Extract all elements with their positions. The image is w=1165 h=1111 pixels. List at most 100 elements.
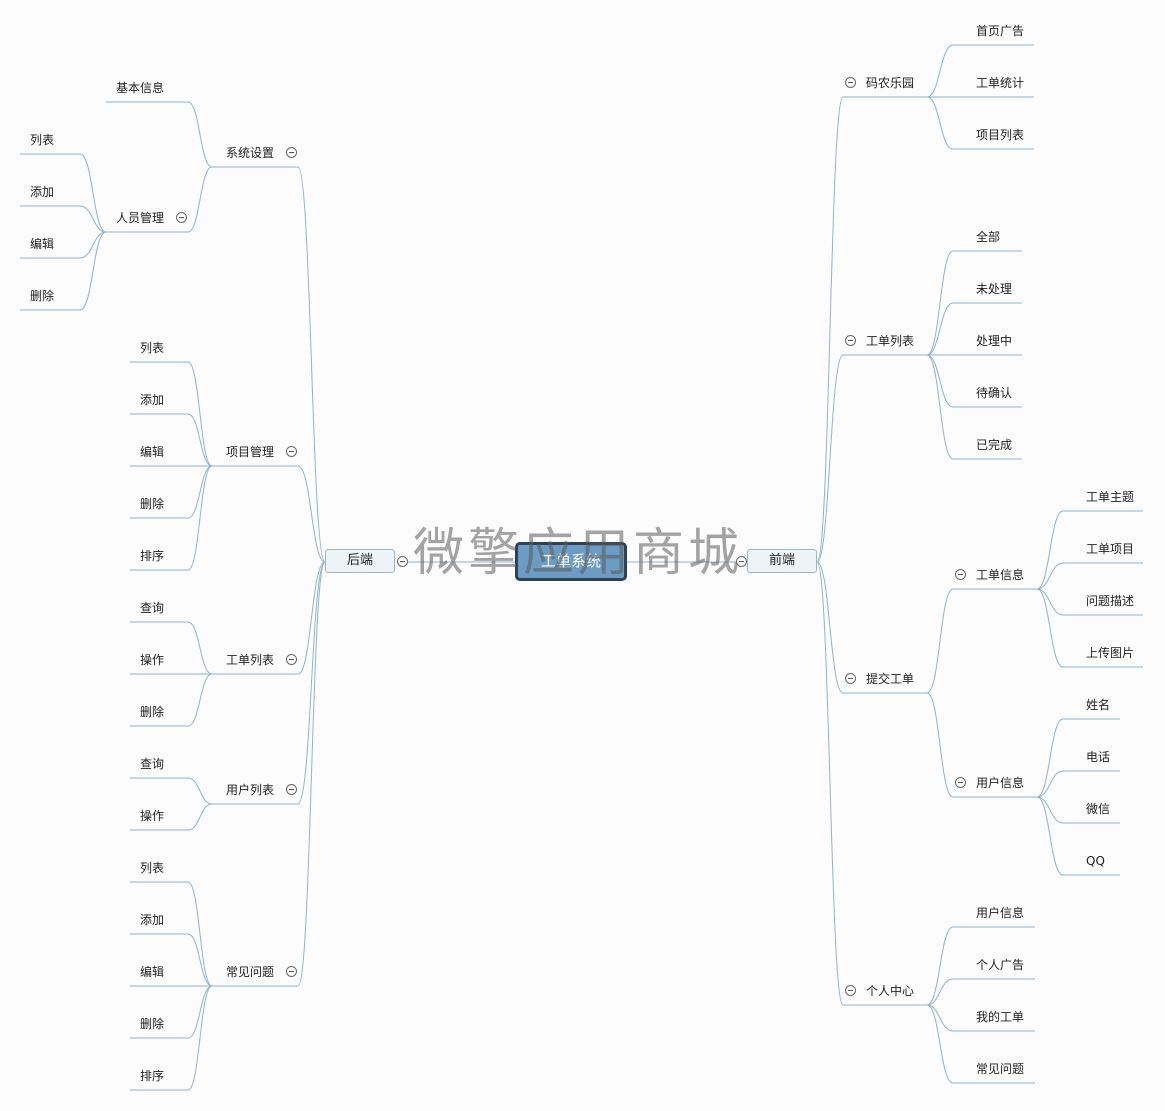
node-project-list[interactable]: 列表 (140, 341, 165, 355)
collapse-user-info-icon[interactable] (955, 777, 966, 788)
node-project-sort[interactable]: 排序 (140, 549, 165, 563)
collapse-staff-management-icon[interactable] (176, 212, 187, 223)
node-ticket-stats[interactable]: 工单统计 (976, 76, 1025, 90)
node-project-edit[interactable]: 编辑 (140, 445, 165, 459)
node-submit-ticket[interactable]: 提交工单 (866, 672, 915, 686)
branch-backend[interactable]: 后端 (325, 549, 395, 573)
collapse-submit-ticket-icon[interactable] (845, 673, 856, 684)
frontend-group-edge (816, 561, 844, 694)
node-status-done[interactable]: 已完成 (976, 438, 1013, 452)
node-home-ads[interactable]: 首页广告 (976, 24, 1025, 38)
frontend-group-edge (816, 561, 844, 1006)
node-ticket-operate[interactable]: 操作 (140, 653, 165, 667)
node-upload-image[interactable]: 上传图片 (1086, 646, 1135, 660)
node-ticket-project[interactable]: 工单项目 (1086, 542, 1135, 556)
node-coder-park[interactable]: 码农乐园 (866, 76, 915, 90)
backend-group-edge (297, 166, 326, 563)
collapse-frontend-ticket-list-icon[interactable] (845, 335, 856, 346)
user-info-child-edge (1036, 770, 1064, 798)
backend-ticket-child-edge (187, 621, 213, 675)
node-faq-delete[interactable]: 删除 (140, 1017, 165, 1031)
faq-child-edge (187, 985, 213, 1091)
node-personal-center[interactable]: 个人中心 (866, 984, 915, 998)
node-system-settings[interactable]: 系统设置 (226, 146, 275, 160)
staff-child-edge (79, 231, 107, 259)
node-my-tickets[interactable]: 我的工单 (976, 1010, 1025, 1024)
branch-frontend[interactable]: 前端 (747, 549, 817, 573)
node-staff-list[interactable]: 列表 (30, 133, 55, 147)
node-project-management[interactable]: 项目管理 (226, 445, 275, 459)
ticket-info-child-edge (1036, 510, 1064, 590)
node-basic-info[interactable]: 基本信息 (116, 81, 165, 95)
user-list-child-edge (187, 803, 213, 831)
personal-center-child-edge (926, 1004, 954, 1032)
backend-group-edge (297, 561, 326, 805)
node-issue-description[interactable]: 问题描述 (1086, 594, 1135, 608)
node-ticket-info[interactable]: 工单信息 (976, 568, 1025, 582)
node-staff-management[interactable]: 人员管理 (116, 211, 165, 225)
node-ticket-subject[interactable]: 工单主题 (1086, 490, 1135, 504)
collapse-user-list-icon[interactable] (286, 784, 297, 795)
ticket-info-child-edge (1036, 562, 1064, 590)
backend-ticket-child-edge (187, 673, 213, 727)
node-faq-list[interactable]: 列表 (140, 861, 165, 875)
node-status-unprocessed[interactable]: 未处理 (976, 282, 1013, 296)
node-status-all[interactable]: 全部 (976, 230, 1001, 244)
node-user-name[interactable]: 姓名 (1086, 698, 1111, 712)
node-user-qq[interactable]: QQ (1086, 854, 1105, 868)
root-node[interactable]: 工单系统 (515, 542, 627, 581)
staff-child-edge (79, 205, 107, 233)
node-personal-ads[interactable]: 个人广告 (976, 958, 1025, 972)
user-info-child-edge (1036, 796, 1064, 876)
node-user-list[interactable]: 用户列表 (226, 783, 275, 797)
node-faq-edit[interactable]: 编辑 (140, 965, 165, 979)
node-frontend-ticket-list[interactable]: 工单列表 (866, 334, 915, 348)
node-backend-ticket-list[interactable]: 工单列表 (226, 653, 275, 667)
collapse-backend-icon[interactable] (397, 556, 408, 567)
faq-child-edge (187, 881, 213, 987)
node-staff-delete[interactable]: 删除 (30, 289, 55, 303)
node-staff-edit[interactable]: 编辑 (30, 237, 55, 251)
node-faq[interactable]: 常见问题 (226, 965, 275, 979)
coder-park-child-edge (926, 44, 954, 98)
user-info-child-edge (1036, 796, 1064, 824)
node-ticket-delete[interactable]: 删除 (140, 705, 165, 719)
node-user-phone[interactable]: 电话 (1086, 750, 1111, 764)
backend-group-edge (297, 561, 326, 987)
collapse-personal-center-icon[interactable] (845, 985, 856, 996)
backend-group-edge (297, 465, 326, 563)
collapse-coder-park-icon[interactable] (845, 77, 856, 88)
collapse-project-management-icon[interactable] (286, 446, 297, 457)
node-personal-user-info[interactable]: 用户信息 (976, 906, 1025, 920)
node-user-info[interactable]: 用户信息 (976, 776, 1025, 790)
backend-group-edge (297, 561, 326, 675)
node-staff-add[interactable]: 添加 (30, 185, 55, 199)
project-child-edge (187, 361, 213, 467)
ticket-info-child-edge (1036, 588, 1064, 616)
staff-child-edge (79, 153, 107, 233)
coder-park-child-edge (926, 96, 954, 150)
node-status-pending[interactable]: 待确认 (976, 386, 1013, 400)
project-child-edge (187, 413, 213, 467)
frontend-ticket-child-edge (926, 250, 954, 356)
collapse-system-settings-icon[interactable] (286, 147, 297, 158)
frontend-group-edge (816, 354, 844, 563)
node-personal-faq[interactable]: 常见问题 (976, 1062, 1025, 1076)
personal-center-child-edge (926, 1004, 954, 1084)
node-project-delete[interactable]: 删除 (140, 497, 165, 511)
node-faq-sort[interactable]: 排序 (140, 1069, 165, 1083)
node-project-add[interactable]: 添加 (140, 393, 165, 407)
node-user-operate[interactable]: 操作 (140, 809, 165, 823)
collapse-backend-ticket-list-icon[interactable] (286, 654, 297, 665)
node-user-query[interactable]: 查询 (140, 757, 165, 771)
collapse-ticket-info-icon[interactable] (955, 569, 966, 580)
collapse-frontend-icon[interactable] (736, 556, 747, 567)
node-user-wechat[interactable]: 微信 (1086, 802, 1111, 816)
node-status-processing[interactable]: 处理中 (976, 334, 1013, 348)
staff-child-edge (79, 231, 107, 311)
node-project-list-front[interactable]: 项目列表 (976, 128, 1025, 142)
node-ticket-query[interactable]: 查询 (140, 601, 165, 615)
collapse-faq-icon[interactable] (286, 966, 297, 977)
node-faq-add[interactable]: 添加 (140, 913, 165, 927)
